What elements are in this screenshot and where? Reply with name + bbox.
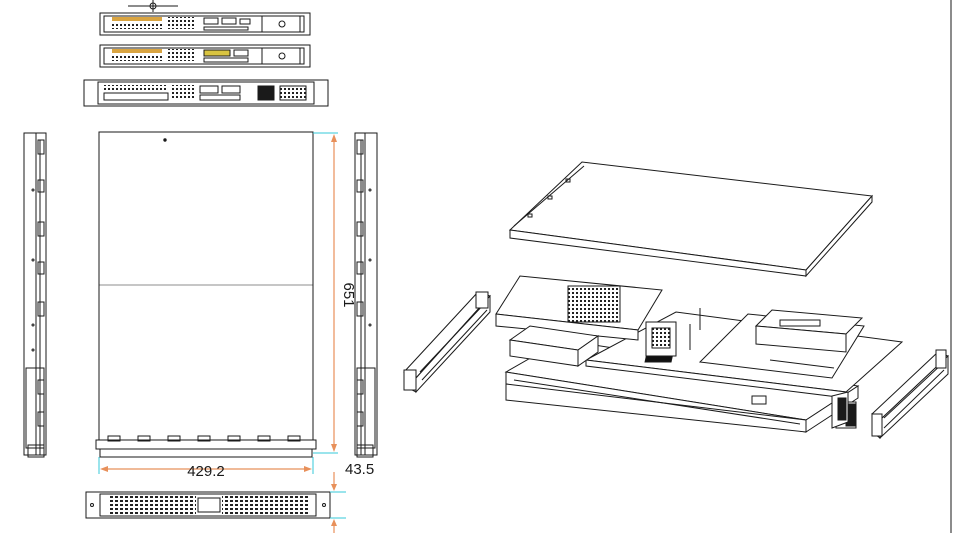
rear-panel-view-bottom	[83, 79, 329, 107]
front-bezel-slots	[107, 435, 301, 442]
front-view	[85, 491, 331, 519]
side-view-left	[23, 132, 47, 458]
power-supply	[508, 325, 600, 367]
depth-dimension: 651	[313, 132, 357, 454]
depth-label: 651	[340, 282, 357, 307]
rear-panel-view-top	[99, 0, 311, 36]
height-label: 43.5	[345, 461, 374, 478]
top-cover	[508, 161, 874, 278]
rear-panel-view-middle	[99, 44, 311, 68]
width-dimension: 429.2	[98, 457, 314, 480]
drive-cage	[495, 275, 663, 341]
front-bezel-piece	[831, 391, 849, 429]
expansion-card	[754, 309, 864, 353]
right-rail	[871, 349, 949, 440]
side-view-right	[354, 132, 378, 458]
top-view	[95, 131, 317, 458]
height-dimension: 43.5	[330, 461, 374, 533]
exploded-view	[403, 161, 949, 440]
width-label: 429.2	[187, 463, 225, 480]
fan-bracket	[645, 308, 701, 357]
left-rail	[403, 291, 491, 394]
